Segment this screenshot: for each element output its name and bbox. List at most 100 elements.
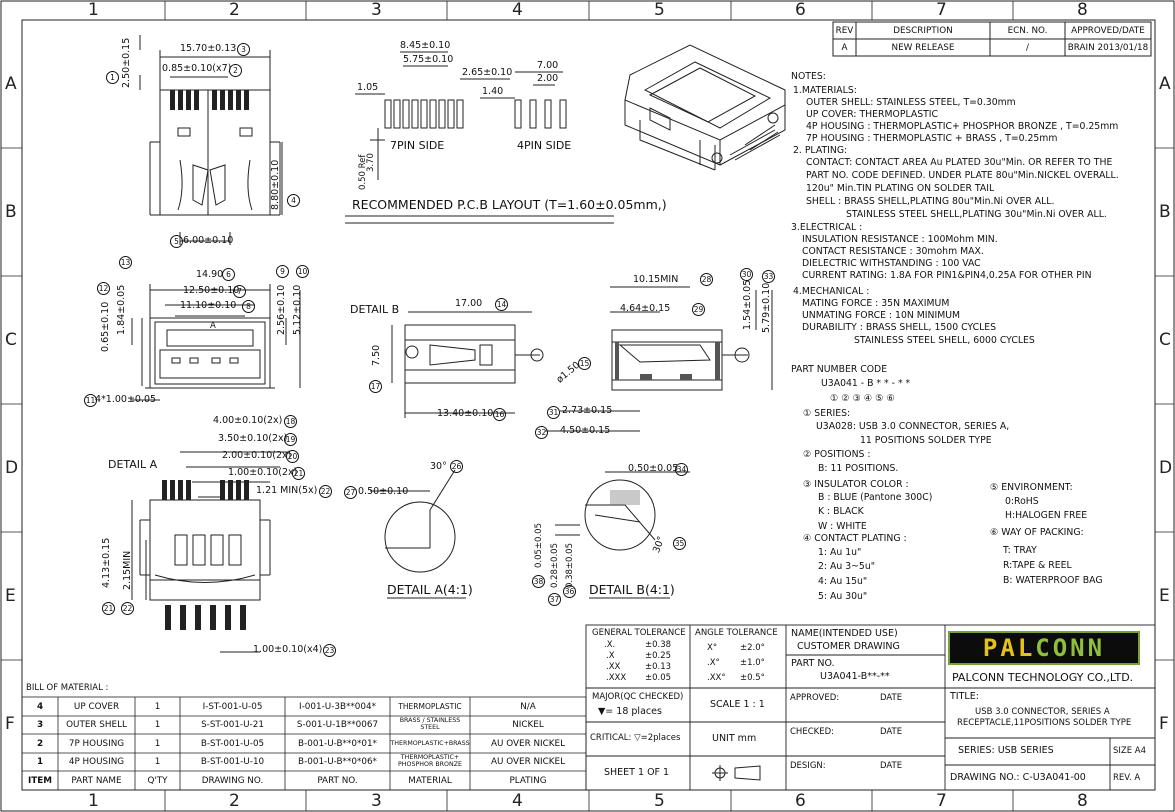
top-view-pins <box>170 90 249 110</box>
dim-pcb-140: 1.40 <box>482 86 504 97</box>
zone-row-a-right: A <box>1159 74 1171 94</box>
note-line: UNMATING FORCE : 10N MINIMUM <box>802 310 961 321</box>
note-line: CURRENT RATING: 1.8A FOR PIN1&PIN4,0.25A… <box>802 270 1092 281</box>
dim-front-065: 0.65±0.10 <box>100 301 111 352</box>
bom-cell: B-ST-001-U-05 <box>200 738 265 749</box>
dim-pcb-700: 7.00 <box>537 60 559 71</box>
zone-col-1: 1 <box>88 0 99 20</box>
part-code-plating-4: 5: Au 30u" <box>818 591 868 602</box>
bom-cell: 1 <box>154 701 161 712</box>
top-view <box>149 89 281 216</box>
dim-sec-1015: 10.15MIN <box>633 274 679 285</box>
note-line: INSULATION RESISTANCE : 100Mohm MIN. <box>802 234 998 245</box>
note-line: 120u" Min.TIN PLATING ON SOLDER TAIL <box>806 183 995 194</box>
part-code-color-head: ③ INSULATOR COLOR : <box>803 479 909 490</box>
balloon: 15 <box>578 357 591 370</box>
checked-label: CHECKED: <box>790 727 834 737</box>
ang-key: .XX° <box>707 673 726 683</box>
note-line: 2. PLATING: <box>793 145 848 156</box>
title-line-1: USB 3.0 CONNECTOR, SERIES A <box>975 707 1110 717</box>
part-code-env-2: H:HALOGEN FREE <box>1005 510 1088 521</box>
zone-row-a: A <box>5 74 17 94</box>
design-date-label: DATE <box>880 761 903 771</box>
rev-header-approved: APPROVED/DATE <box>1071 25 1145 36</box>
ang-value: ±2.0° <box>740 643 765 653</box>
dim-pcb-050: 0.50 Ref <box>358 154 368 190</box>
label-detail-a-ref: DETAIL A <box>108 458 158 471</box>
tol-key: .X. <box>604 640 616 650</box>
note-line: CONTACT RESISTANCE : 30mohm MAX. <box>802 246 984 257</box>
part-code-pack-head: ⑥ WAY OF PACKING: <box>990 527 1084 538</box>
balloon: 21 <box>292 467 305 480</box>
dim-side-750: 7.50 <box>371 344 382 366</box>
balloon: 16 <box>493 408 506 421</box>
zone-col-4: 4 <box>512 0 523 20</box>
dim-sec-450: 4.50±0.15 <box>560 425 611 436</box>
zone-col-7-bottom: 7 <box>936 791 947 811</box>
rev-ecn: / <box>1026 42 1029 53</box>
dim-bot-215: 2.15MIN <box>122 550 133 590</box>
balloon: 36 <box>563 585 576 598</box>
major-value: ▼= 18 places <box>598 706 662 717</box>
label-pcb-title: RECOMMENDED P.C.B LAYOUT (T=1.60±0.05mm,… <box>352 197 667 212</box>
unit-label: UNIT mm <box>712 733 757 744</box>
dim-front-1490: 14.90 <box>196 269 224 280</box>
rev-value: A <box>841 42 848 53</box>
balloon: 35 <box>673 537 686 550</box>
dim-sec-579: 5.79±0.10 <box>761 282 772 333</box>
label-detail-a: DETAIL A(4:1) <box>387 582 473 597</box>
ang-key: .X° <box>707 658 720 668</box>
title-line-2: RECEPTACLE,11POSITIONS SOLDER TYPE <box>957 718 1132 728</box>
bom-cell: 1 <box>154 720 161 730</box>
tol-value: ±0.13 <box>645 662 672 672</box>
size-label: SIZE A4 <box>1113 746 1147 756</box>
balloon: 29 <box>692 303 705 316</box>
dim-bot-350: 3.50±0.10(2x) <box>218 433 288 444</box>
part-code-plating-1: 1: Au 1u" <box>818 547 862 558</box>
balloon: 28 <box>700 273 713 286</box>
zone-row-f-right: F <box>1159 714 1169 734</box>
bom-cell: 3 <box>36 720 44 730</box>
ang-key: X° <box>707 643 718 653</box>
approved-date-label: DATE <box>880 693 903 703</box>
part-code-pack-1: T: TRAY <box>1003 545 1037 556</box>
note-line: PART NO. CODE DEFINED. UNDER PLATE 80u"M… <box>806 170 1119 181</box>
balloon: 31 <box>547 406 560 419</box>
bom-cell: B-ST-001-U-10 <box>200 757 265 767</box>
zone-row-b-right: B <box>1159 202 1171 222</box>
dim-front-512: 5.12±0.10 <box>292 284 303 335</box>
bom-cell: N/A <box>520 701 536 712</box>
bom-cell: S-001-U-1B**0067 <box>296 720 379 730</box>
ang-value: ±0.5° <box>740 673 765 683</box>
zone-col-8: 8 <box>1077 0 1088 20</box>
bom-header-cell: PART NO. <box>317 775 358 786</box>
bom-cell: AU OVER NICKEL <box>490 738 566 749</box>
bom-cell: 1 <box>154 757 161 767</box>
bom-cell: 2 <box>36 738 44 749</box>
part-code-pack-3: B: WATERPROOF BAG <box>1003 575 1103 586</box>
zone-col-2: 2 <box>229 0 240 20</box>
balloon: 37 <box>548 593 561 606</box>
bom-cell: 4P HOUSING <box>68 757 125 767</box>
dim-detail-b-028: 0.28±0.05 <box>550 543 560 588</box>
dim-tail: 6.00±0.10 <box>183 235 234 246</box>
label-detail-b-ref: DETAIL B <box>350 303 400 316</box>
bom-header-cell: PLATING <box>509 775 547 786</box>
bom-cell: 4 <box>36 701 44 712</box>
bom-cell: BRASS / STAINLESS STEEL <box>399 717 461 731</box>
scale-label: SCALE 1 : 1 <box>710 699 765 710</box>
bom-title: BILL OF MATERIAL : <box>26 683 109 693</box>
note-line: DIELECTRIC WITHSTANDING : 100 VAC <box>802 258 981 269</box>
balloon: 14 <box>495 298 508 311</box>
part-code-pack-2: R:TAPE & REEL <box>1003 560 1072 571</box>
dim-bot-200: 2.00±0.10(2x) <box>222 450 292 461</box>
bom-header-cell: PART NAME <box>71 775 122 786</box>
note-line: 1.MATERIALS: <box>793 85 857 96</box>
section-view <box>545 286 773 432</box>
balloon: 7 <box>233 285 246 298</box>
dim-sec-273: 2.73±0.15 <box>562 405 613 416</box>
dim-pcb-575: 5.75±0.10 <box>403 54 454 65</box>
balloon: 10 <box>296 265 309 278</box>
rev-approved: BRAIN 2013/01/18 <box>1067 42 1149 53</box>
